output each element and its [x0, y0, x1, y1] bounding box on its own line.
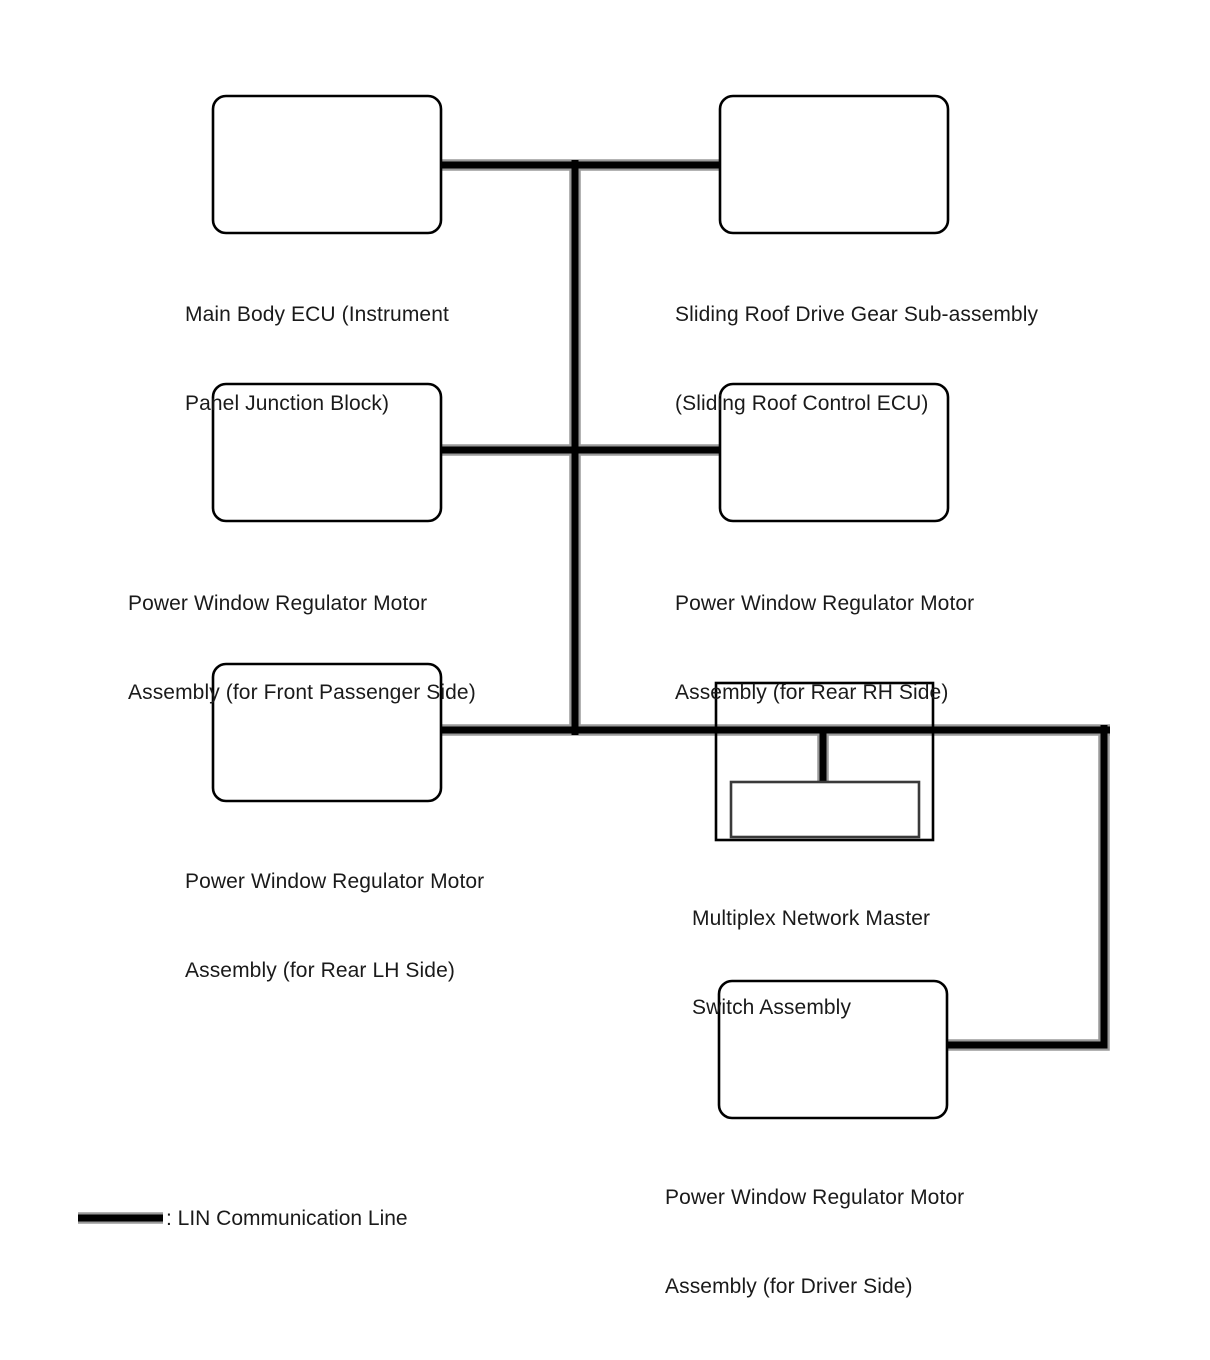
label-multiplex-network-master-switch: Multiplex Network Master Switch Assembly — [692, 845, 930, 1081]
lin-network-diagram — [78, 94, 1110, 1224]
node-box-pw-front-passenger[interactable] — [211, 382, 443, 523]
node-boxes — [211, 94, 950, 1120]
lin-junction-overlay — [560, 161, 1110, 734]
label-pw-rear-rh-line2: Assembly (for Rear RH Side) — [675, 680, 949, 704]
label-pw-driver-line2: Assembly (for Driver Side) — [665, 1274, 913, 1298]
lin-driver-loop — [938, 725, 1110, 1051]
label-pw-rear-rh-line1: Power Window Regulator Motor — [675, 592, 975, 615]
node-box-multiplex-network-master-switch[interactable] — [714, 681, 935, 842]
label-multiplex-network-master-switch-line1: Multiplex Network Master — [692, 907, 931, 930]
node-box-pw-rear-lh[interactable] — [211, 662, 443, 803]
label-pw-front-passenger-line1: Power Window Regulator Motor — [128, 592, 428, 615]
label-sliding-roof-drive-gear-line1: Sliding Roof Drive Gear Sub-assembly — [675, 303, 1039, 326]
label-main-body-ecu-line1: Main Body ECU (Instrument — [185, 303, 449, 326]
label-pw-driver-line1: Power Window Regulator Motor — [665, 1186, 965, 1209]
label-pw-front-passenger-line2: Assembly (for Front Passenger Side) — [128, 680, 476, 704]
multiplex-inner-rect[interactable] — [729, 780, 921, 839]
label-pw-driver: Power Window Regulator Motor Assembly (f… — [665, 1124, 964, 1360]
label-pw-rear-lh-line2: Assembly (for Rear LH Side) — [185, 958, 455, 982]
label-pw-rear-lh-line1: Power Window Regulator Motor — [185, 870, 485, 893]
diagram-canvas: Main Body ECU (Instrument Panel Junction… — [78, 94, 1110, 1298]
node-box-sliding-roof-drive-gear[interactable] — [718, 94, 950, 235]
node-box-main-body-ecu[interactable] — [211, 94, 443, 235]
legend-text: : LIN Communication Line — [166, 1207, 408, 1230]
label-sliding-roof-drive-gear: Sliding Roof Drive Gear Sub-assembly (Sl… — [675, 241, 1038, 477]
label-multiplex-network-master-switch-line2: Switch Assembly — [692, 995, 852, 1019]
lin-communication-lines — [437, 159, 1110, 1051]
label-pw-rear-rh: Power Window Regulator Motor Assembly (f… — [675, 530, 974, 766]
label-main-body-ecu: Main Body ECU (Instrument Panel Junction… — [185, 241, 449, 477]
label-pw-rear-lh: Power Window Regulator Motor Assembly (f… — [185, 808, 484, 1044]
node-box-pw-driver[interactable] — [717, 979, 949, 1120]
node-box-pw-rear-rh[interactable] — [718, 382, 950, 523]
label-main-body-ecu-line2: Panel Junction Block) — [185, 391, 390, 415]
label-pw-front-passenger: Power Window Regulator Motor Assembly (f… — [128, 530, 476, 766]
label-sliding-roof-drive-gear-line2: (Sliding Roof Control ECU) — [675, 391, 929, 415]
